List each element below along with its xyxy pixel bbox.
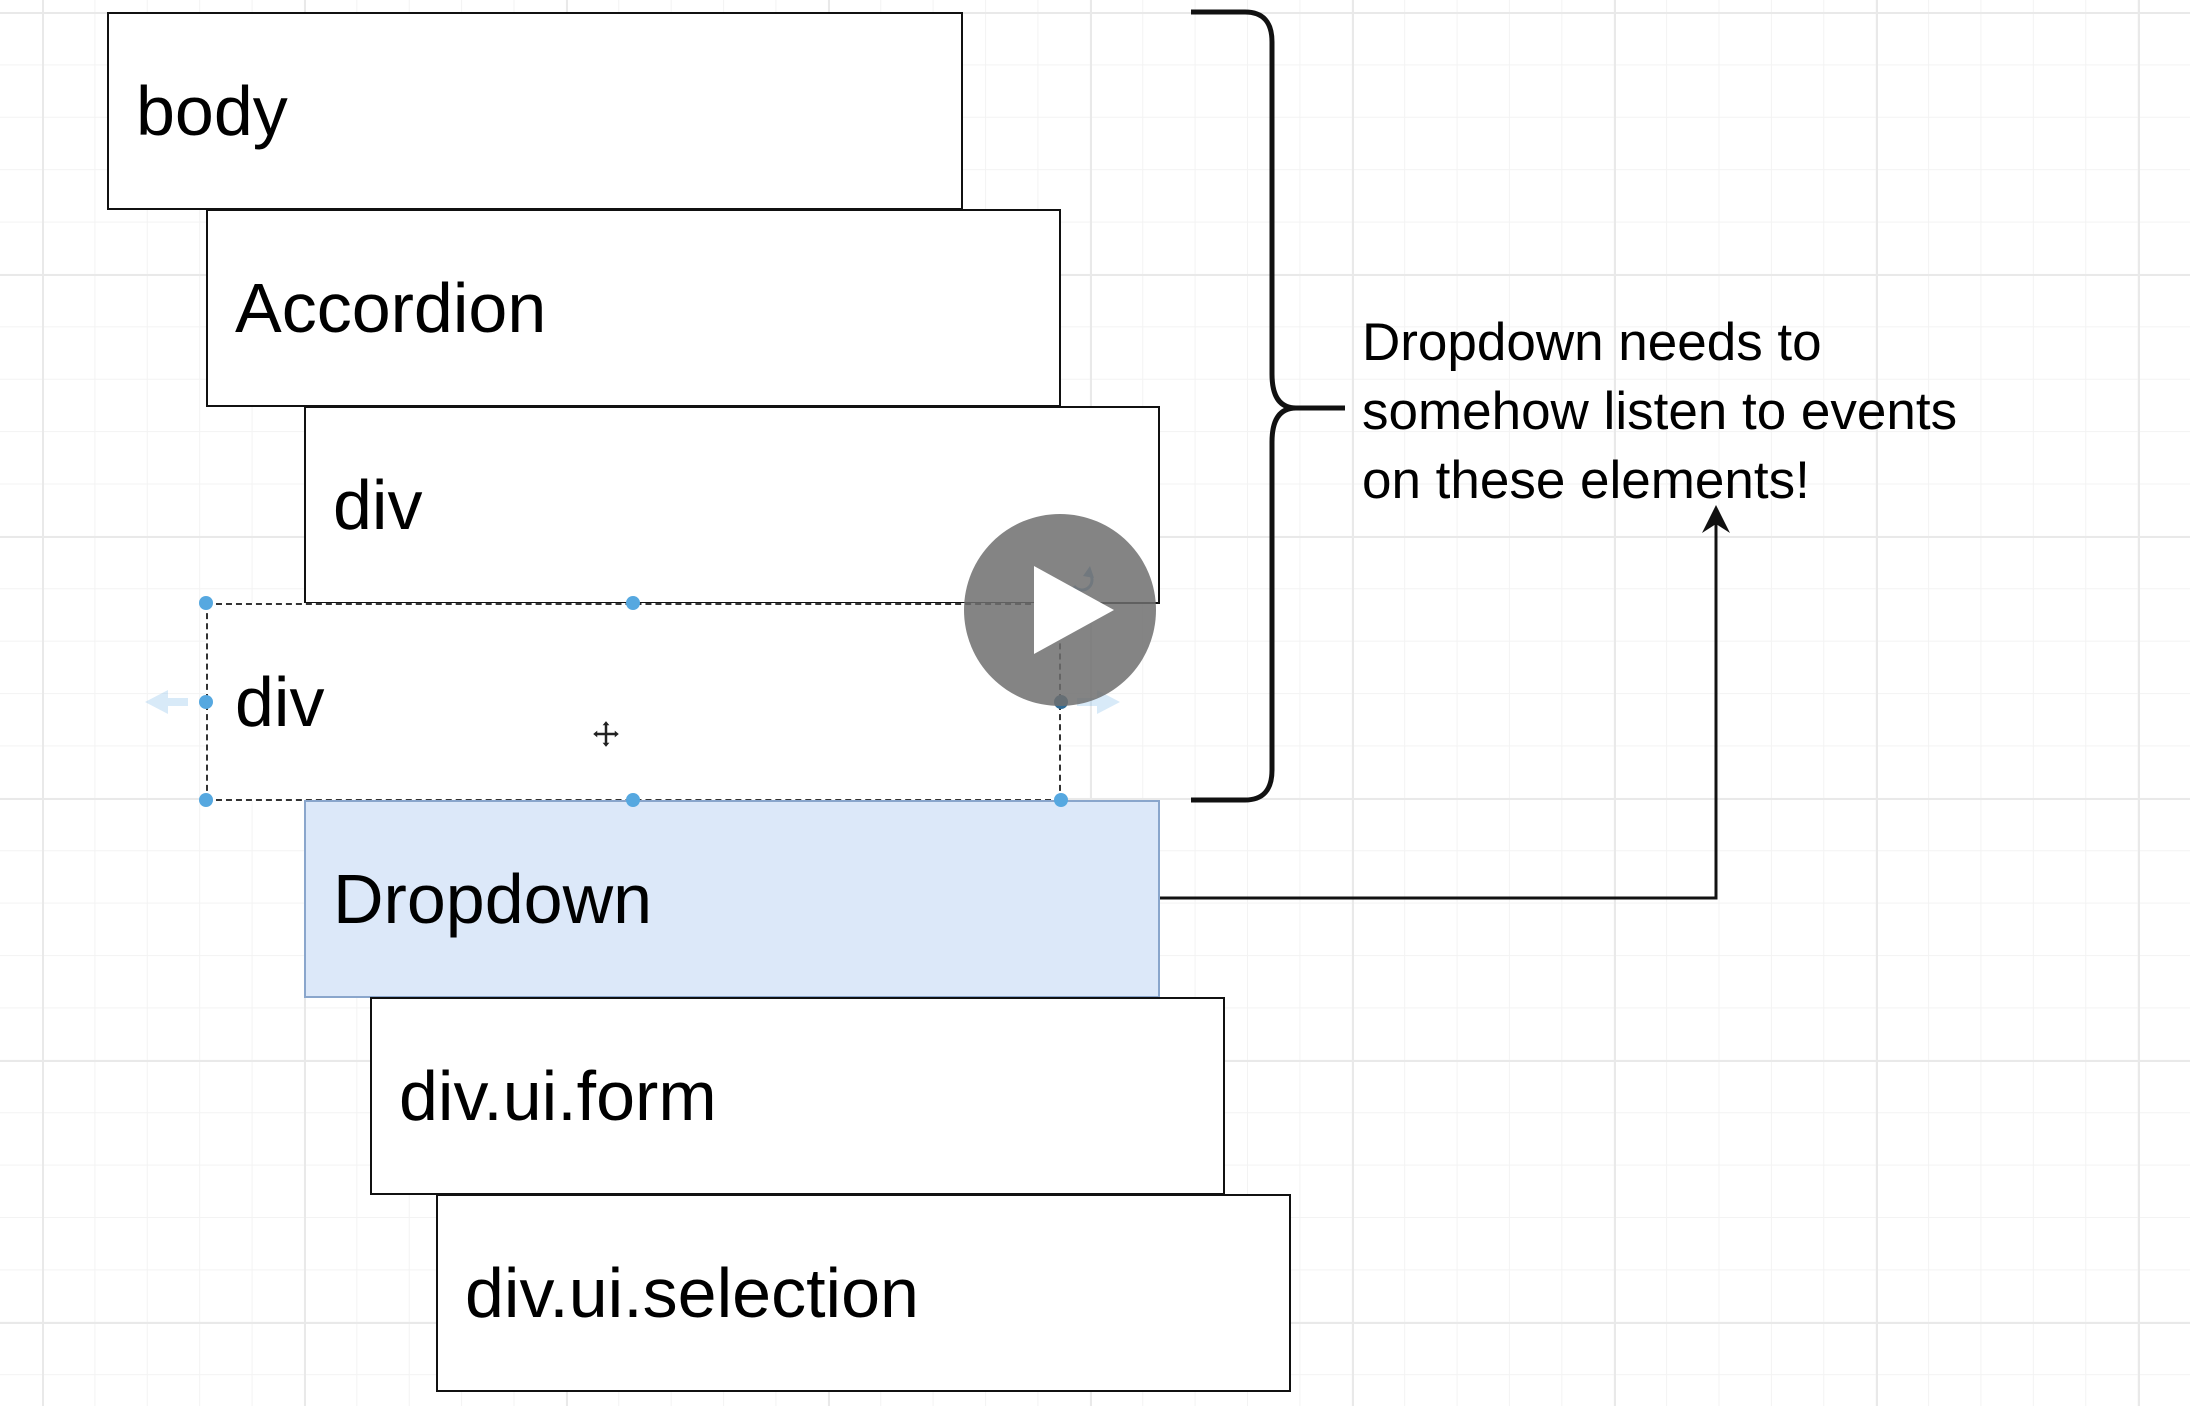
selection-handle-bottom-right[interactable] xyxy=(1054,793,1068,807)
annotation-line-2: somehow listen to events xyxy=(1362,382,1958,441)
selection-handle-bottom-center[interactable] xyxy=(626,793,640,807)
div-ui-selection-box[interactable]: div.ui.selection xyxy=(436,1194,1291,1392)
body-box[interactable]: body xyxy=(107,12,963,210)
selection-handle-top-center[interactable] xyxy=(626,596,640,610)
dropdown-box[interactable]: Dropdown xyxy=(304,800,1160,998)
div-label-2: div xyxy=(235,663,325,741)
annotation-line-1: Dropdown needs to xyxy=(1362,313,1822,372)
dropdown-connector-line xyxy=(1160,520,1718,900)
div-box-2-selected[interactable]: div xyxy=(206,603,1061,801)
div-ui-form-box[interactable]: div.ui.form xyxy=(370,997,1225,1195)
connector-arrowhead xyxy=(1702,505,1730,533)
body-label: body xyxy=(136,72,288,150)
annotation-text: Dropdown needs to somehow listen to even… xyxy=(1362,308,2122,515)
right-arrow-icon[interactable] xyxy=(1077,690,1120,714)
selection-handle-middle-left[interactable] xyxy=(199,695,213,709)
accordion-label: Accordion xyxy=(235,269,547,347)
selection-handle-top-left[interactable] xyxy=(199,596,213,610)
div-ui-form-label: div.ui.form xyxy=(399,1057,717,1135)
left-arrow-icon[interactable] xyxy=(145,690,188,714)
curly-brace xyxy=(1191,9,1345,803)
dropdown-label: Dropdown xyxy=(333,860,653,938)
div-label-1: div xyxy=(333,466,423,544)
div-ui-selection-label: div.ui.selection xyxy=(465,1254,919,1332)
move-cursor-icon xyxy=(590,718,622,750)
play-icon[interactable] xyxy=(964,514,1156,706)
annotation-line-3: on these elements! xyxy=(1362,451,1810,510)
selection-handle-bottom-left[interactable] xyxy=(199,793,213,807)
